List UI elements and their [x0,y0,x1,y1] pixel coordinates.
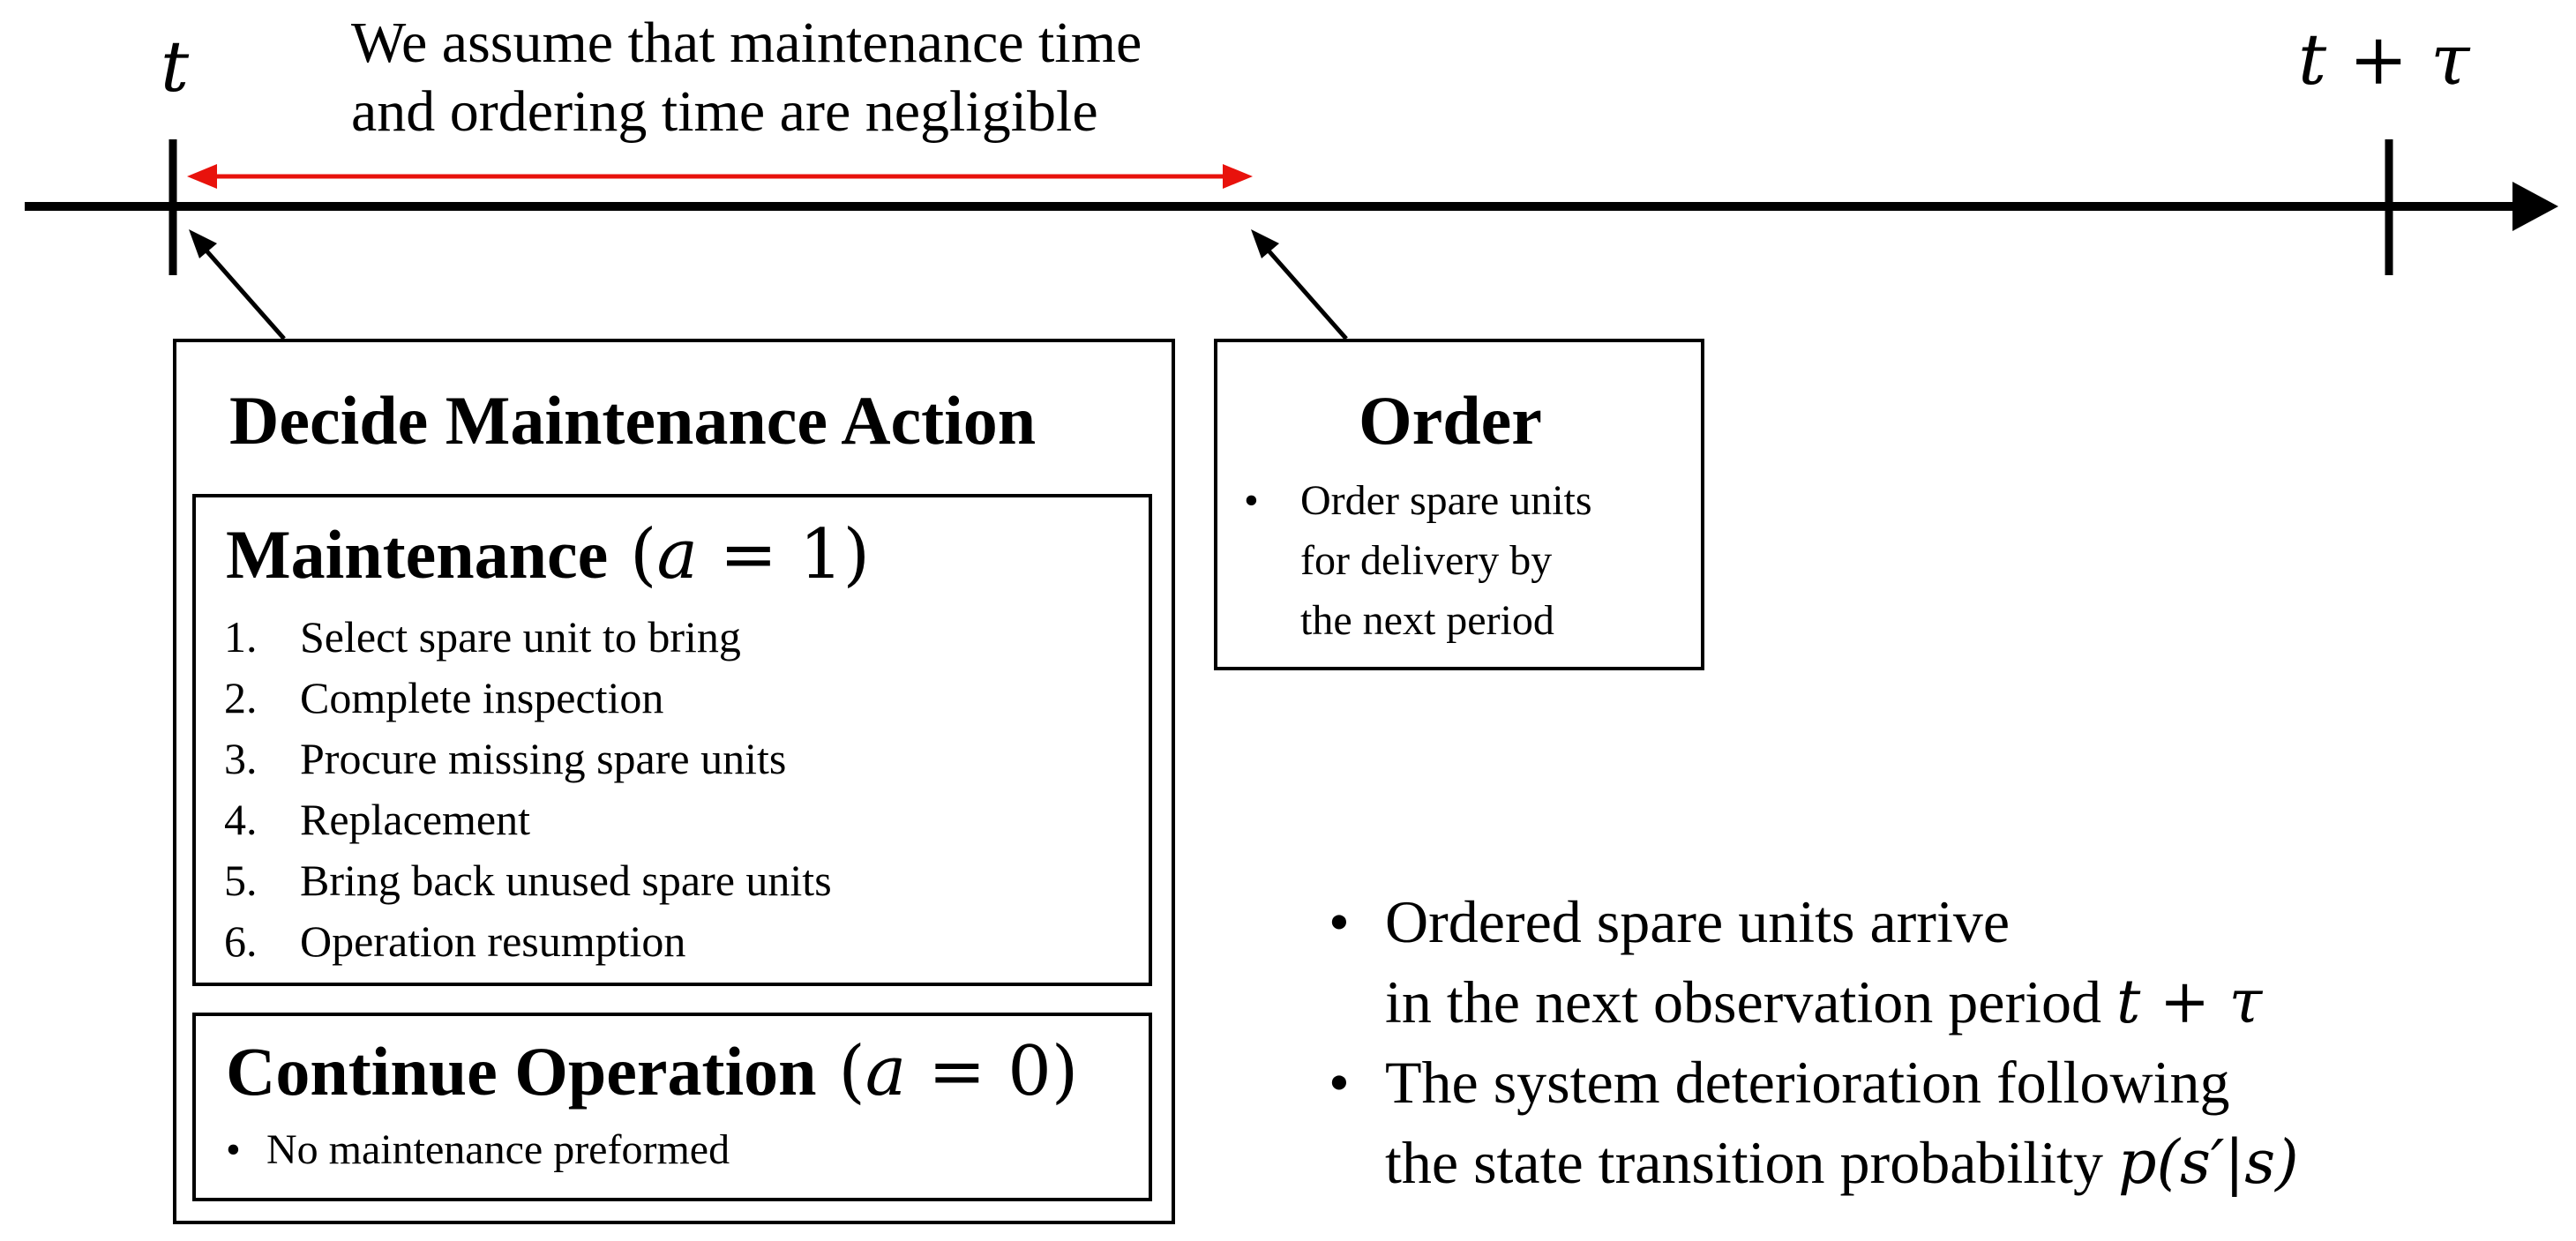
list-item: 3.Procure missing spare units [224,734,787,783]
maintenance-option-box: Maintenance (a = 1) 1.Select spare unit … [192,494,1152,986]
order-pointer-arrow [1265,247,1348,340]
continue-option-box: Continue Operation (a = 0) •No maintenan… [192,1013,1152,1201]
list-item: 6.Operation resumption [224,916,686,966]
tick-label-t-plus-tau: t + τ [2298,19,2470,101]
list-item: •The system deterioration following the … [1329,1049,2299,1198]
timeline-arrowhead [2512,182,2558,231]
list-item: 2.Complete inspection [224,673,664,722]
order-pointer-head [1251,229,1279,258]
list-item: 4.Replacement [224,795,530,844]
order-title: Order [1359,382,1542,459]
list-item: •Ordered spare units arrive in the next … [1329,888,2263,1037]
arrival-notes: •Ordered spare units arrive in the next … [1329,882,2299,1203]
maintenance-title: Maintenance (a = 1) [226,515,871,594]
order-box: Order •Order spare units for delivery by… [1214,339,1704,670]
decide-pointer-arrow [203,247,286,340]
tick-label-t: t [161,26,190,108]
maintenance-step-list: 1.Select spare unit to bring 2.Complete … [224,607,832,972]
continue-bullet: •No maintenance preformed [226,1126,730,1173]
span-arrowhead-left [187,164,217,189]
list-item: 1.Select spare unit to bring [224,612,741,662]
note-line-1: We assume that maintenance time [351,11,1142,75]
continue-title: Continue Operation (a = 0) [226,1032,1079,1111]
order-bullet: •Order spare units for delivery by the n… [1244,477,1592,644]
decide-maintenance-box: Decide Maintenance Action Maintenance (a… [173,339,1175,1224]
note-line-2: and ordering time are negligible [351,79,1098,144]
decide-box-title: Decide Maintenance Action [229,382,1037,459]
negligible-time-note: We assume that maintenance time and orde… [351,9,1142,146]
list-item: 5.Bring back unused spare units [224,856,832,905]
span-arrowhead-right [1223,164,1253,189]
decide-pointer-head [189,229,217,258]
